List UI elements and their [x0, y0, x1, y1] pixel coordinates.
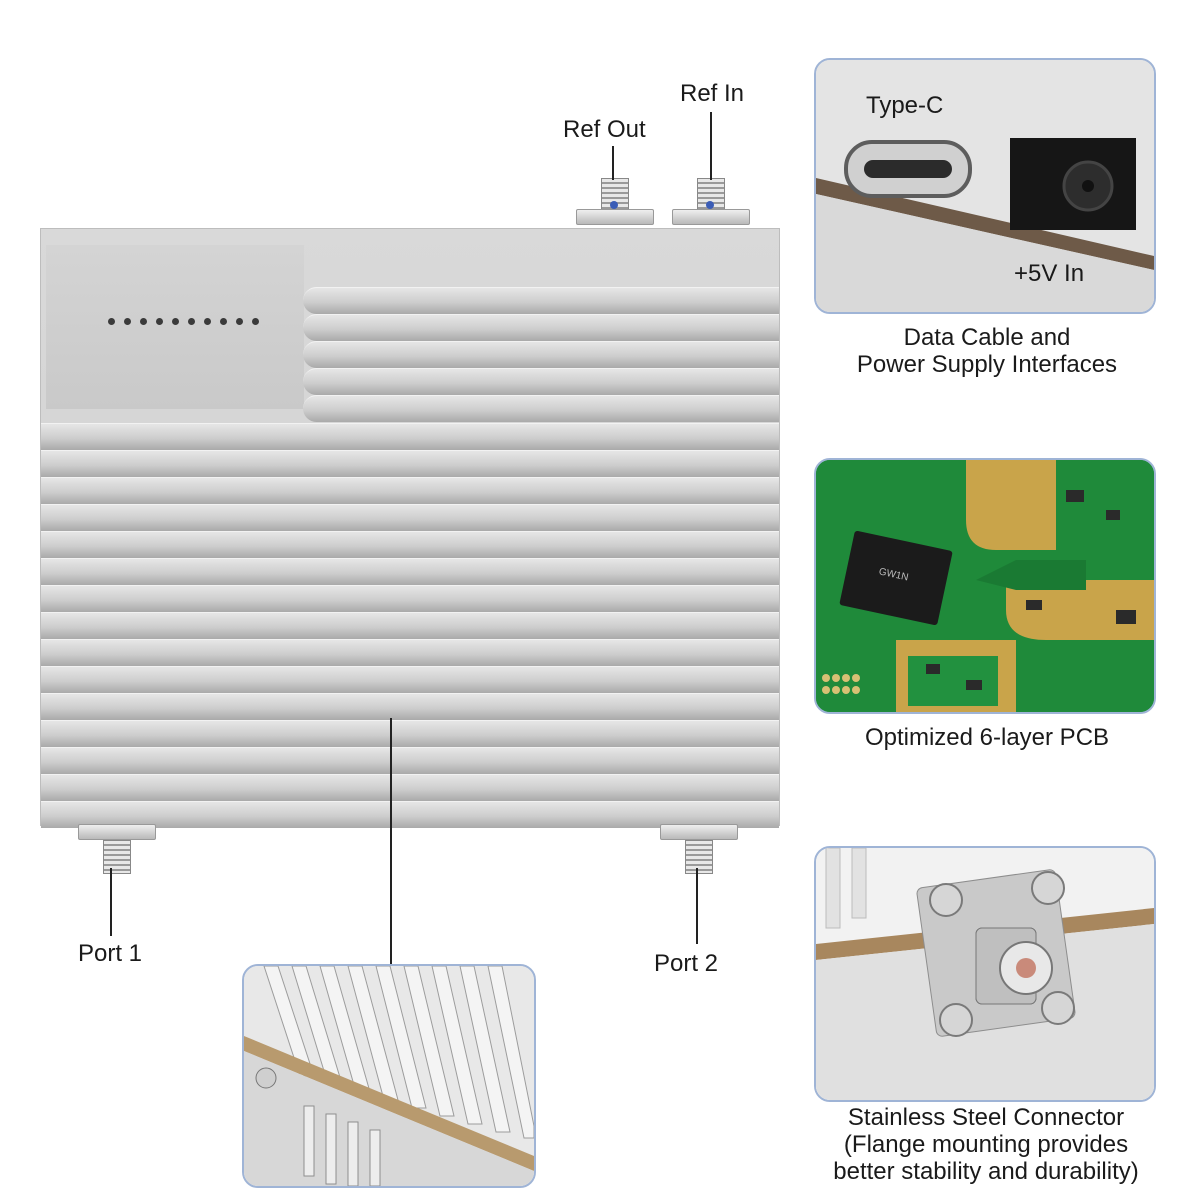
indicator-holes — [108, 318, 259, 325]
lower-heatsink-fins — [41, 423, 779, 828]
ref-in-label: Ref In — [680, 80, 745, 107]
device-enclosure — [40, 228, 780, 828]
power-label: +5V In — [1014, 260, 1085, 287]
pcb-caption: Optimized 6-layer PCB — [864, 724, 1110, 751]
port-1-connector — [78, 824, 156, 874]
enclosure-top-panel — [46, 245, 304, 409]
pcb-closeup-image: GW1N — [816, 460, 1154, 712]
port-2-label: Port 2 — [654, 950, 719, 977]
connector-closeup-inset — [814, 846, 1156, 1102]
interface-closeup-image — [816, 60, 1154, 312]
ref-out-connector — [576, 178, 654, 225]
interface-closeup-inset: Type-C +5V In — [814, 58, 1156, 314]
heatsink-closeup-image — [244, 966, 534, 1186]
pcb-closeup-inset: GW1N — [814, 458, 1156, 714]
connector-closeup-image — [816, 848, 1154, 1100]
port-2-leader — [696, 868, 698, 944]
type-c-label: Type-C — [866, 92, 944, 119]
interface-caption: Data Cable and Power Supply Interfaces — [856, 324, 1118, 378]
port-1-leader — [110, 868, 112, 936]
ref-out-label: Ref Out — [563, 116, 646, 143]
heatsink-closeup-inset — [242, 964, 536, 1188]
connector-caption: Stainless Steel Connector (Flange mounti… — [833, 1104, 1139, 1185]
ref-in-leader — [710, 112, 712, 180]
heatsink-leader — [390, 718, 392, 964]
port-1-label: Port 1 — [78, 940, 143, 967]
ref-in-connector — [672, 178, 750, 225]
ref-out-leader — [612, 146, 614, 180]
port-2-connector — [660, 824, 738, 874]
upper-heatsink-fins — [303, 287, 779, 422]
